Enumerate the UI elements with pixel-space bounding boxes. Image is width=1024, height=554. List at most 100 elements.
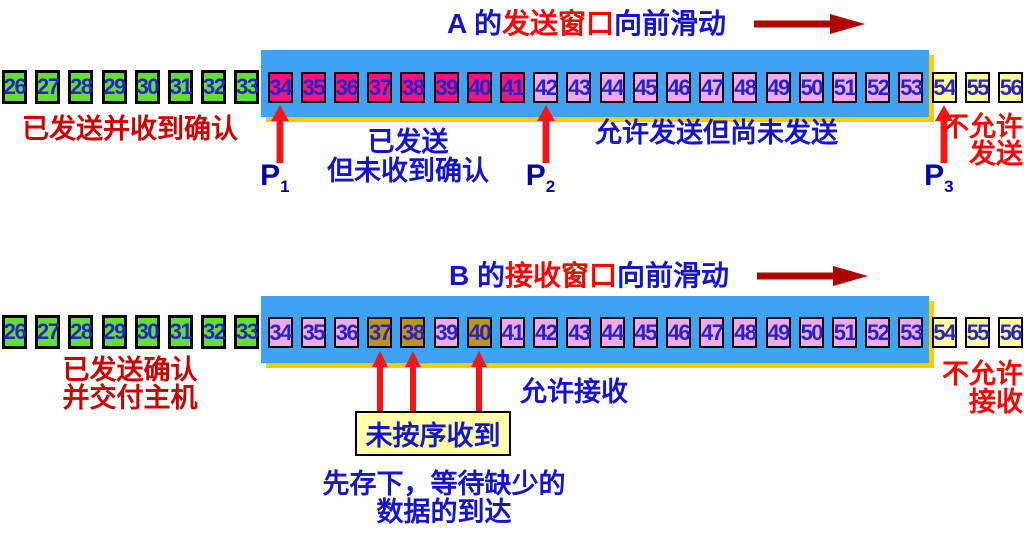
store-and-wait-line1: 先存下，等待缺少的 bbox=[322, 469, 566, 499]
out-of-order-arrow-38 bbox=[404, 351, 421, 411]
out-of-order-arrow-37 bbox=[371, 351, 388, 411]
sequence-cell-44: 44 bbox=[599, 317, 625, 348]
sequence-cell-34: 34 bbox=[267, 72, 293, 103]
receiver-denied-label: 不允许 接收 bbox=[942, 360, 1023, 416]
sequence-cell-36: 36 bbox=[334, 72, 359, 103]
sequence-cell-42: 42 bbox=[533, 72, 559, 103]
sequence-cell-45: 45 bbox=[632, 72, 658, 103]
pointer-arrow-P2 bbox=[536, 105, 555, 163]
receiver-allowed-label: 允许接收 bbox=[520, 377, 628, 407]
sender-title: A 的发送窗口向前滑动 bbox=[447, 8, 866, 40]
sequence-cell-30: 30 bbox=[134, 315, 160, 349]
receiver-title: B 的接收窗口向前滑动 bbox=[449, 260, 869, 292]
sequence-cell-33: 33 bbox=[234, 315, 260, 349]
sender-title-part3: 向前滑动 bbox=[613, 8, 726, 39]
sequence-cell-35: 35 bbox=[300, 72, 326, 103]
receiver-delivered-line1: 已发送确认 bbox=[62, 355, 198, 385]
pointer-label-P1: P1 bbox=[260, 159, 290, 197]
sequence-cell-51: 51 bbox=[832, 72, 857, 103]
slide-forward-arrow-icon bbox=[757, 266, 869, 286]
sequence-cell-38: 38 bbox=[400, 72, 426, 103]
out-of-order-note-box: 未按序收到 bbox=[355, 411, 511, 456]
pointer-label-P2: P2 bbox=[525, 159, 556, 197]
sequence-cell-31: 31 bbox=[168, 315, 193, 349]
sequence-cell-56: 56 bbox=[998, 72, 1023, 103]
sequence-cell-37: 37 bbox=[367, 317, 393, 348]
sender-denied-line2: 发送 bbox=[969, 139, 1023, 169]
receiver-title-part2: 接收窗口 bbox=[505, 260, 618, 291]
sequence-cell-44: 44 bbox=[599, 72, 625, 103]
sequence-cell-43: 43 bbox=[566, 72, 592, 103]
sender-sent-unacked-line2: 但未收到确认 bbox=[327, 156, 489, 186]
receiver-delivered-line2: 并交付主机 bbox=[62, 383, 198, 413]
sender-acked-label: 已发送并收到确认 bbox=[22, 114, 238, 144]
sequence-cell-34: 34 bbox=[267, 317, 293, 348]
sender-denied-line1: 不允许 bbox=[942, 112, 1023, 142]
sender-denied-label: 不允许 发送 bbox=[942, 114, 1023, 168]
sequence-cell-41: 41 bbox=[500, 317, 525, 348]
receiver-delivered-label: 已发送确认 并交付主机 bbox=[40, 356, 220, 412]
sequence-cell-54: 54 bbox=[931, 72, 957, 103]
pointer-arrow-P3 bbox=[935, 105, 954, 163]
sequence-cell-51: 51 bbox=[832, 317, 857, 348]
receiver-denied-line2: 接收 bbox=[969, 387, 1023, 417]
sequence-cell-46: 46 bbox=[666, 317, 691, 348]
sequence-cell-37: 37 bbox=[367, 72, 393, 103]
sequence-cell-29: 29 bbox=[101, 70, 127, 104]
pointer-arrow-P1 bbox=[271, 105, 290, 163]
sequence-cell-31: 31 bbox=[168, 70, 193, 104]
sequence-cell-49: 49 bbox=[765, 317, 791, 348]
sequence-cell-39: 39 bbox=[433, 317, 459, 348]
sequence-cell-30: 30 bbox=[134, 70, 160, 104]
sequence-cell-48: 48 bbox=[732, 317, 758, 348]
sequence-cell-26: 26 bbox=[2, 70, 27, 104]
sequence-cell-53: 53 bbox=[898, 317, 924, 348]
sequence-cell-26: 26 bbox=[2, 315, 27, 349]
sequence-cell-27: 27 bbox=[35, 315, 61, 349]
store-and-wait-note: 先存下，等待缺少的 数据的到达 bbox=[303, 470, 585, 526]
receiver-title-part1: B 的 bbox=[449, 260, 506, 291]
sequence-cell-52: 52 bbox=[865, 317, 891, 348]
sequence-cell-29: 29 bbox=[101, 315, 127, 349]
receiver-denied-line1: 不允许 bbox=[942, 359, 1023, 389]
sequence-cell-27: 27 bbox=[35, 70, 61, 104]
receiver-title-text: B 的接收窗口向前滑动 bbox=[449, 260, 729, 292]
sequence-cell-47: 47 bbox=[699, 317, 725, 348]
sequence-cell-50: 50 bbox=[798, 317, 824, 348]
store-and-wait-line2: 数据的到达 bbox=[376, 497, 512, 527]
sequence-cell-54: 54 bbox=[931, 317, 957, 348]
sequence-cell-55: 55 bbox=[964, 72, 990, 103]
sequence-cell-46: 46 bbox=[666, 72, 691, 103]
pointer-label-P3: P3 bbox=[924, 159, 954, 197]
sequence-cell-48: 48 bbox=[732, 72, 758, 103]
out-of-order-note-text: 未按序收到 bbox=[365, 421, 501, 451]
sequence-cell-40: 40 bbox=[466, 317, 492, 348]
sequence-cell-42: 42 bbox=[533, 317, 559, 348]
sender-title-part1: A 的 bbox=[447, 8, 502, 39]
sequence-cell-43: 43 bbox=[566, 317, 592, 348]
sequence-cell-50: 50 bbox=[798, 72, 824, 103]
sequence-cell-41: 41 bbox=[500, 72, 525, 103]
sequence-cell-32: 32 bbox=[201, 70, 227, 104]
sequence-cell-35: 35 bbox=[300, 317, 326, 348]
sender-sent-unacked-line1: 已发送 bbox=[367, 127, 449, 157]
sequence-cell-40: 40 bbox=[466, 72, 492, 103]
sender-sent-unacked-label: 已发送 但未收到确认 bbox=[288, 128, 528, 186]
sequence-cell-33: 33 bbox=[234, 70, 260, 104]
sender-allowed-label: 允许发送但尚未发送 bbox=[595, 118, 838, 148]
sequence-cell-28: 28 bbox=[68, 315, 94, 349]
sequence-cell-32: 32 bbox=[201, 315, 227, 349]
sequence-cell-28: 28 bbox=[68, 70, 94, 104]
sender-title-part2: 发送窗口 bbox=[501, 8, 614, 39]
out-of-order-arrow-40 bbox=[471, 351, 488, 411]
receiver-title-part3: 向前滑动 bbox=[617, 260, 730, 291]
sender-title-text: A 的发送窗口向前滑动 bbox=[447, 8, 726, 40]
sequence-cell-39: 39 bbox=[433, 72, 459, 103]
sequence-cell-36: 36 bbox=[334, 317, 359, 348]
sequence-cell-55: 55 bbox=[964, 317, 990, 348]
sequence-cell-52: 52 bbox=[865, 72, 891, 103]
sequence-cell-49: 49 bbox=[765, 72, 791, 103]
